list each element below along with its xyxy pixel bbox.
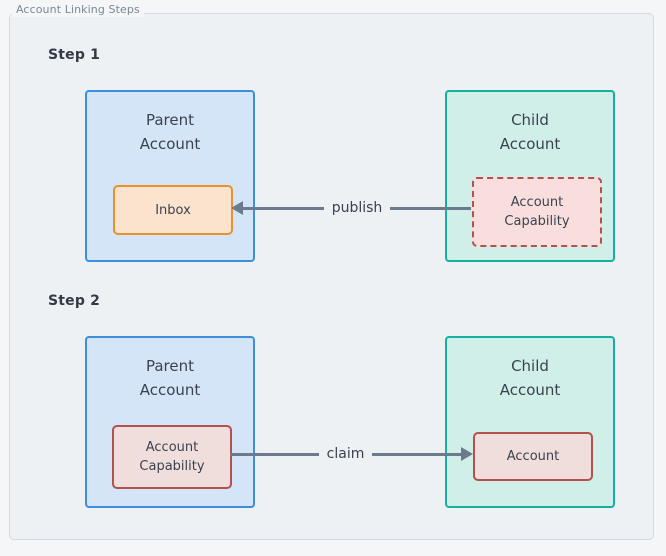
step-2-account-box: Account [473, 432, 593, 481]
step-2-parent-account-box: Parent Account Account Capability [85, 336, 255, 508]
step-2-label: Step 2 [48, 293, 101, 309]
connector-line-segment [243, 206, 324, 210]
step-1-label: Step 1 [48, 47, 101, 63]
step-1-child-account-title: Child Account [499, 111, 561, 153]
arrow-left-icon [231, 201, 243, 215]
connector-line-segment [372, 452, 462, 456]
step-1-child-account-box: Child Account Account Capability [445, 90, 615, 262]
panel-legend: Account Linking Steps [12, 3, 144, 17]
step-2-child-account-title: Child Account [499, 357, 561, 399]
step-2-claim-connector: claim [230, 441, 474, 467]
arrow-right-icon [461, 447, 474, 461]
step-1-connector-label: publish [331, 200, 383, 216]
step-2-parent-account-title: Parent Account [139, 357, 201, 399]
step-1-publish-connector: publish [231, 195, 471, 221]
connector-line-segment [390, 206, 471, 210]
step-1-parent-account-title: Parent Account [139, 111, 201, 153]
step-1-parent-account-box: Parent Account Inbox [85, 90, 255, 262]
step-1-inbox-box: Inbox [113, 185, 233, 235]
step-1-account-capability-box: Account Capability [472, 177, 602, 247]
connector-line-segment [230, 452, 319, 456]
step-2-connector-label: claim [326, 446, 365, 462]
step-2-account-capability-box: Account Capability [112, 425, 232, 489]
step-2-child-account-box: Child Account Account [445, 336, 615, 508]
